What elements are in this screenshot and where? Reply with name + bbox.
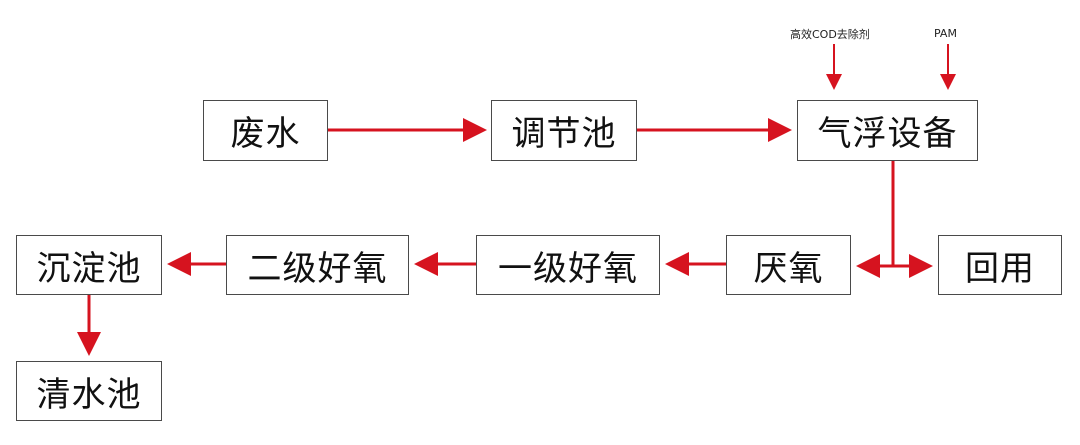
node-wastewater: 废水 xyxy=(203,100,328,161)
node-equalization-tank: 调节池 xyxy=(491,100,637,161)
node-air-flotation: 气浮设备 xyxy=(797,100,978,161)
node-reuse: 回用 xyxy=(938,235,1062,295)
node-secondary-aerobic: 二级好氧 xyxy=(226,235,409,295)
pam-label: PAM xyxy=(934,27,957,40)
node-anaerobic: 厌氧 xyxy=(726,235,851,295)
node-clear-water-tank: 清水池 xyxy=(16,361,162,421)
node-sedimentation-tank: 沉淀池 xyxy=(16,235,162,295)
cod-remover-label: 高效COD去除剂 xyxy=(790,28,870,41)
node-primary-aerobic: 一级好氧 xyxy=(476,235,660,295)
